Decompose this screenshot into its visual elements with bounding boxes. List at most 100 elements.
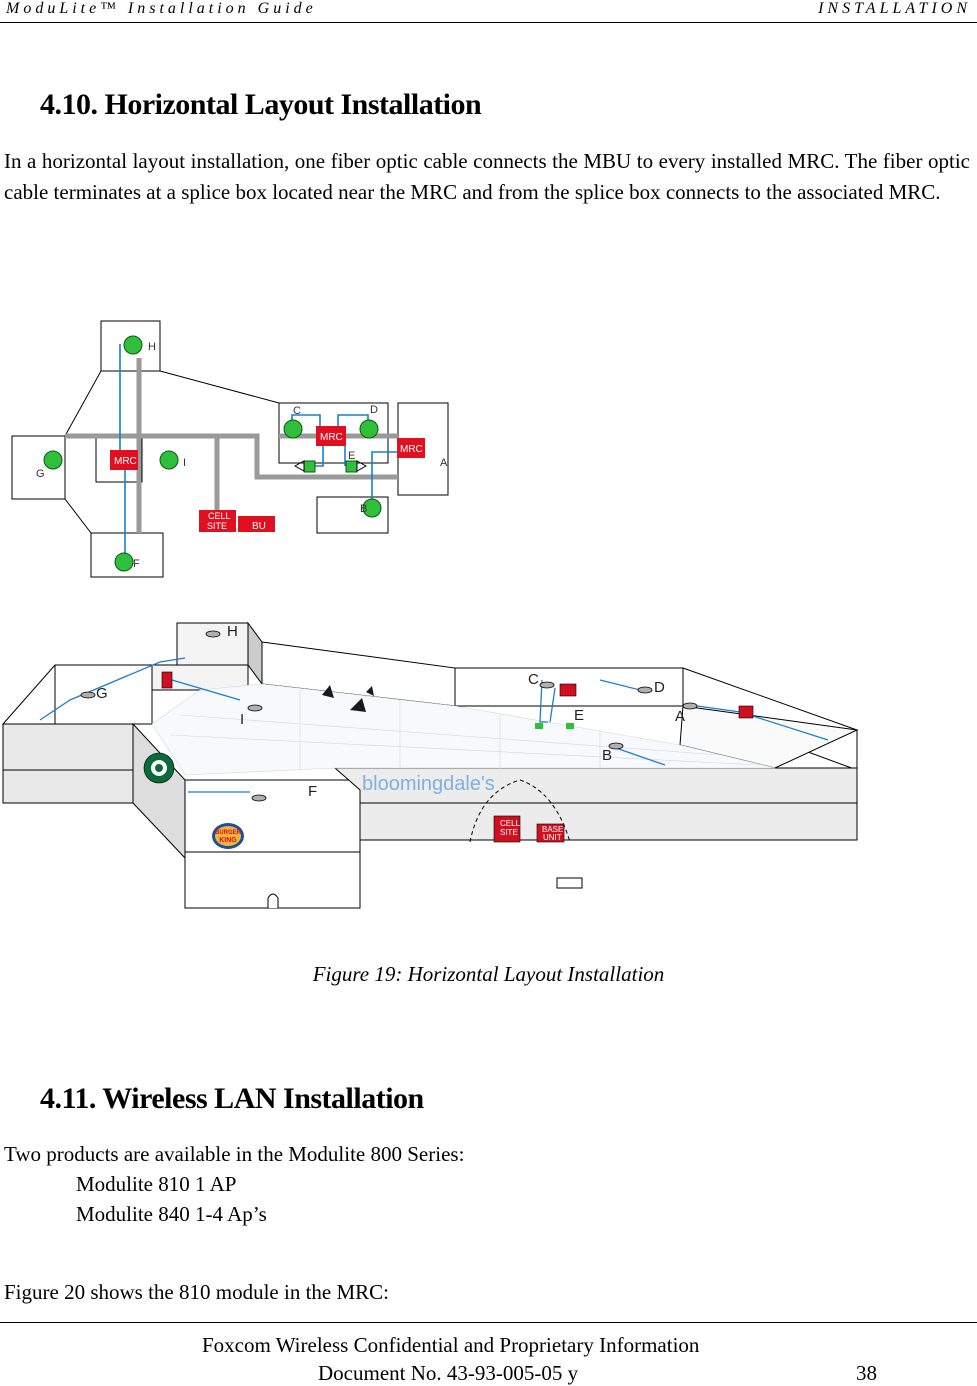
footer-rule <box>0 1322 977 1323</box>
product-item: Modulite 810 1 AP <box>76 1172 237 1196</box>
figure-caption: Figure 19: Horizontal Layout Installatio… <box>312 962 665 986</box>
label-g: G <box>36 468 45 480</box>
section-4-11-heading: 4.11. Wireless LAN Installation <box>40 1082 424 1115</box>
label-3d-c: C <box>528 671 539 688</box>
ap-g-icon <box>43 450 63 470</box>
mrc-center-label: MRC <box>320 432 343 443</box>
cell-site-3d <box>493 815 521 843</box>
label-3d-g: G <box>96 685 108 702</box>
mrc-units-3d <box>161 671 754 843</box>
label-a: A <box>440 457 448 469</box>
antenna-h-icon <box>205 630 221 638</box>
bloomingdales-sign: bloomingdale's <box>362 773 495 795</box>
splice-arrows <box>293 460 368 472</box>
label-d: D <box>370 404 378 416</box>
mrc-a-3d <box>738 705 754 719</box>
antennas <box>80 630 698 802</box>
label-3d-h: H <box>227 623 238 640</box>
left-wall-top <box>1 664 153 725</box>
label-3d-i: I <box>240 711 244 728</box>
mrc-right-box <box>397 438 425 458</box>
label-3d-d: D <box>654 679 665 696</box>
ap-c-icon <box>283 419 303 439</box>
section-4-10-heading: 4.10. Horizontal Layout Installation <box>40 88 482 121</box>
label-3d-b: B <box>602 747 612 764</box>
label-i: I <box>183 457 186 469</box>
label-c: C <box>293 405 301 417</box>
section-4-10-body: In a horizontal layout installation, one… <box>4 149 970 204</box>
cell-site-room-outline <box>469 779 571 843</box>
antenna-d-icon <box>637 686 653 694</box>
ap-i-icon <box>159 450 179 470</box>
mrc-labels: MRC MRC MRC CELL SITE BU <box>114 432 423 532</box>
room-f <box>90 532 164 578</box>
base-unit-3d <box>536 823 565 843</box>
mall-3d-illustration: CELL SITE BASE UNIT BURGER KING blooming… <box>1 621 859 909</box>
left-wall-front <box>2 723 134 804</box>
exit-box <box>556 877 583 889</box>
base-unit-3d-label-2: UNIT <box>543 833 562 842</box>
antenna-f-icon <box>251 794 267 802</box>
footer-doc-number: Document No. 43-93-005-05 y <box>318 1361 579 1385</box>
cell-site-label-2: SITE <box>207 521 227 531</box>
burger-king-logo-icon: BURGER KING <box>212 823 244 849</box>
mrc-center-box <box>316 426 346 446</box>
ap-f-icon <box>114 552 134 572</box>
mrc-c-3d <box>559 683 577 697</box>
cell-site-3d-label-1: CELL <box>500 819 521 828</box>
burger-king-block <box>184 779 361 909</box>
mrc-right-label: MRC <box>400 444 423 455</box>
location-labels: H C D G I E A B F <box>36 341 448 570</box>
label-h: H <box>148 341 156 353</box>
header-section: INSTALLATION <box>818 0 971 17</box>
header-title: ModuLite™ Installation Guide <box>6 0 317 17</box>
conduit <box>65 358 398 533</box>
footer-confidential: Foxcom Wireless Confidential and Proprie… <box>202 1333 700 1357</box>
label-b: B <box>360 503 367 515</box>
bu-box <box>238 516 275 532</box>
antenna-c-icon <box>539 681 555 689</box>
cell-site-3d-label-2: SITE <box>500 828 518 837</box>
ap-h-icon <box>123 335 143 355</box>
mrc-units <box>110 426 425 532</box>
antenna-i-icon <box>247 704 263 712</box>
floor-plan-diagram: MRC MRC MRC CELL SITE BU H C D G I E A B… <box>11 320 449 578</box>
page-number: 38 <box>856 1361 877 1385</box>
antenna-g-icon <box>80 691 96 699</box>
ap-d-icon <box>359 419 379 439</box>
header-rule <box>0 22 977 23</box>
antenna-a-icon <box>682 702 698 710</box>
room-h <box>100 320 161 372</box>
ap-b-icon <box>362 498 382 518</box>
product-item: Modulite 840 1-4 Ap’s <box>76 1202 267 1226</box>
mrc-g-3d <box>161 671 173 689</box>
label-3d-f: F <box>308 783 317 800</box>
label-3d-a: A <box>675 708 685 725</box>
bu-label: BU <box>252 521 266 532</box>
burger-king-logo-text-2: KING <box>219 837 237 844</box>
mrc-left-label: MRC <box>114 456 137 467</box>
access-points <box>43 335 382 572</box>
antenna-b-icon <box>608 742 624 750</box>
cell-site-box <box>199 510 236 532</box>
splice-boxes-3d <box>535 723 574 729</box>
section-4-11-intro: Two products are available in the Moduli… <box>4 1142 465 1166</box>
base-unit-3d-label-1: BASE <box>542 825 563 834</box>
escalators <box>322 685 374 712</box>
room-b <box>316 496 389 534</box>
location-labels-3d: H G I F C D E A B <box>96 623 685 800</box>
mrc-left-box <box>110 450 138 470</box>
room-g <box>11 435 66 500</box>
splice-box-right-icon <box>345 460 358 473</box>
doorway <box>267 893 279 908</box>
cell-site-label-1: CELL <box>208 511 231 521</box>
unit-labels-3d: CELL SITE BASE UNIT <box>500 819 563 842</box>
label-f: F <box>133 558 140 570</box>
room-c-d <box>278 402 389 464</box>
burger-king-logo-text-1: BURGER <box>215 830 242 836</box>
label-e: E <box>348 450 355 462</box>
splice-box-left-icon <box>303 460 316 473</box>
figure-reference: Figure 20 shows the 810 module in the MR… <box>4 1280 389 1304</box>
starbucks-logo-icon <box>143 752 175 784</box>
label-3d-e: E <box>574 707 584 724</box>
